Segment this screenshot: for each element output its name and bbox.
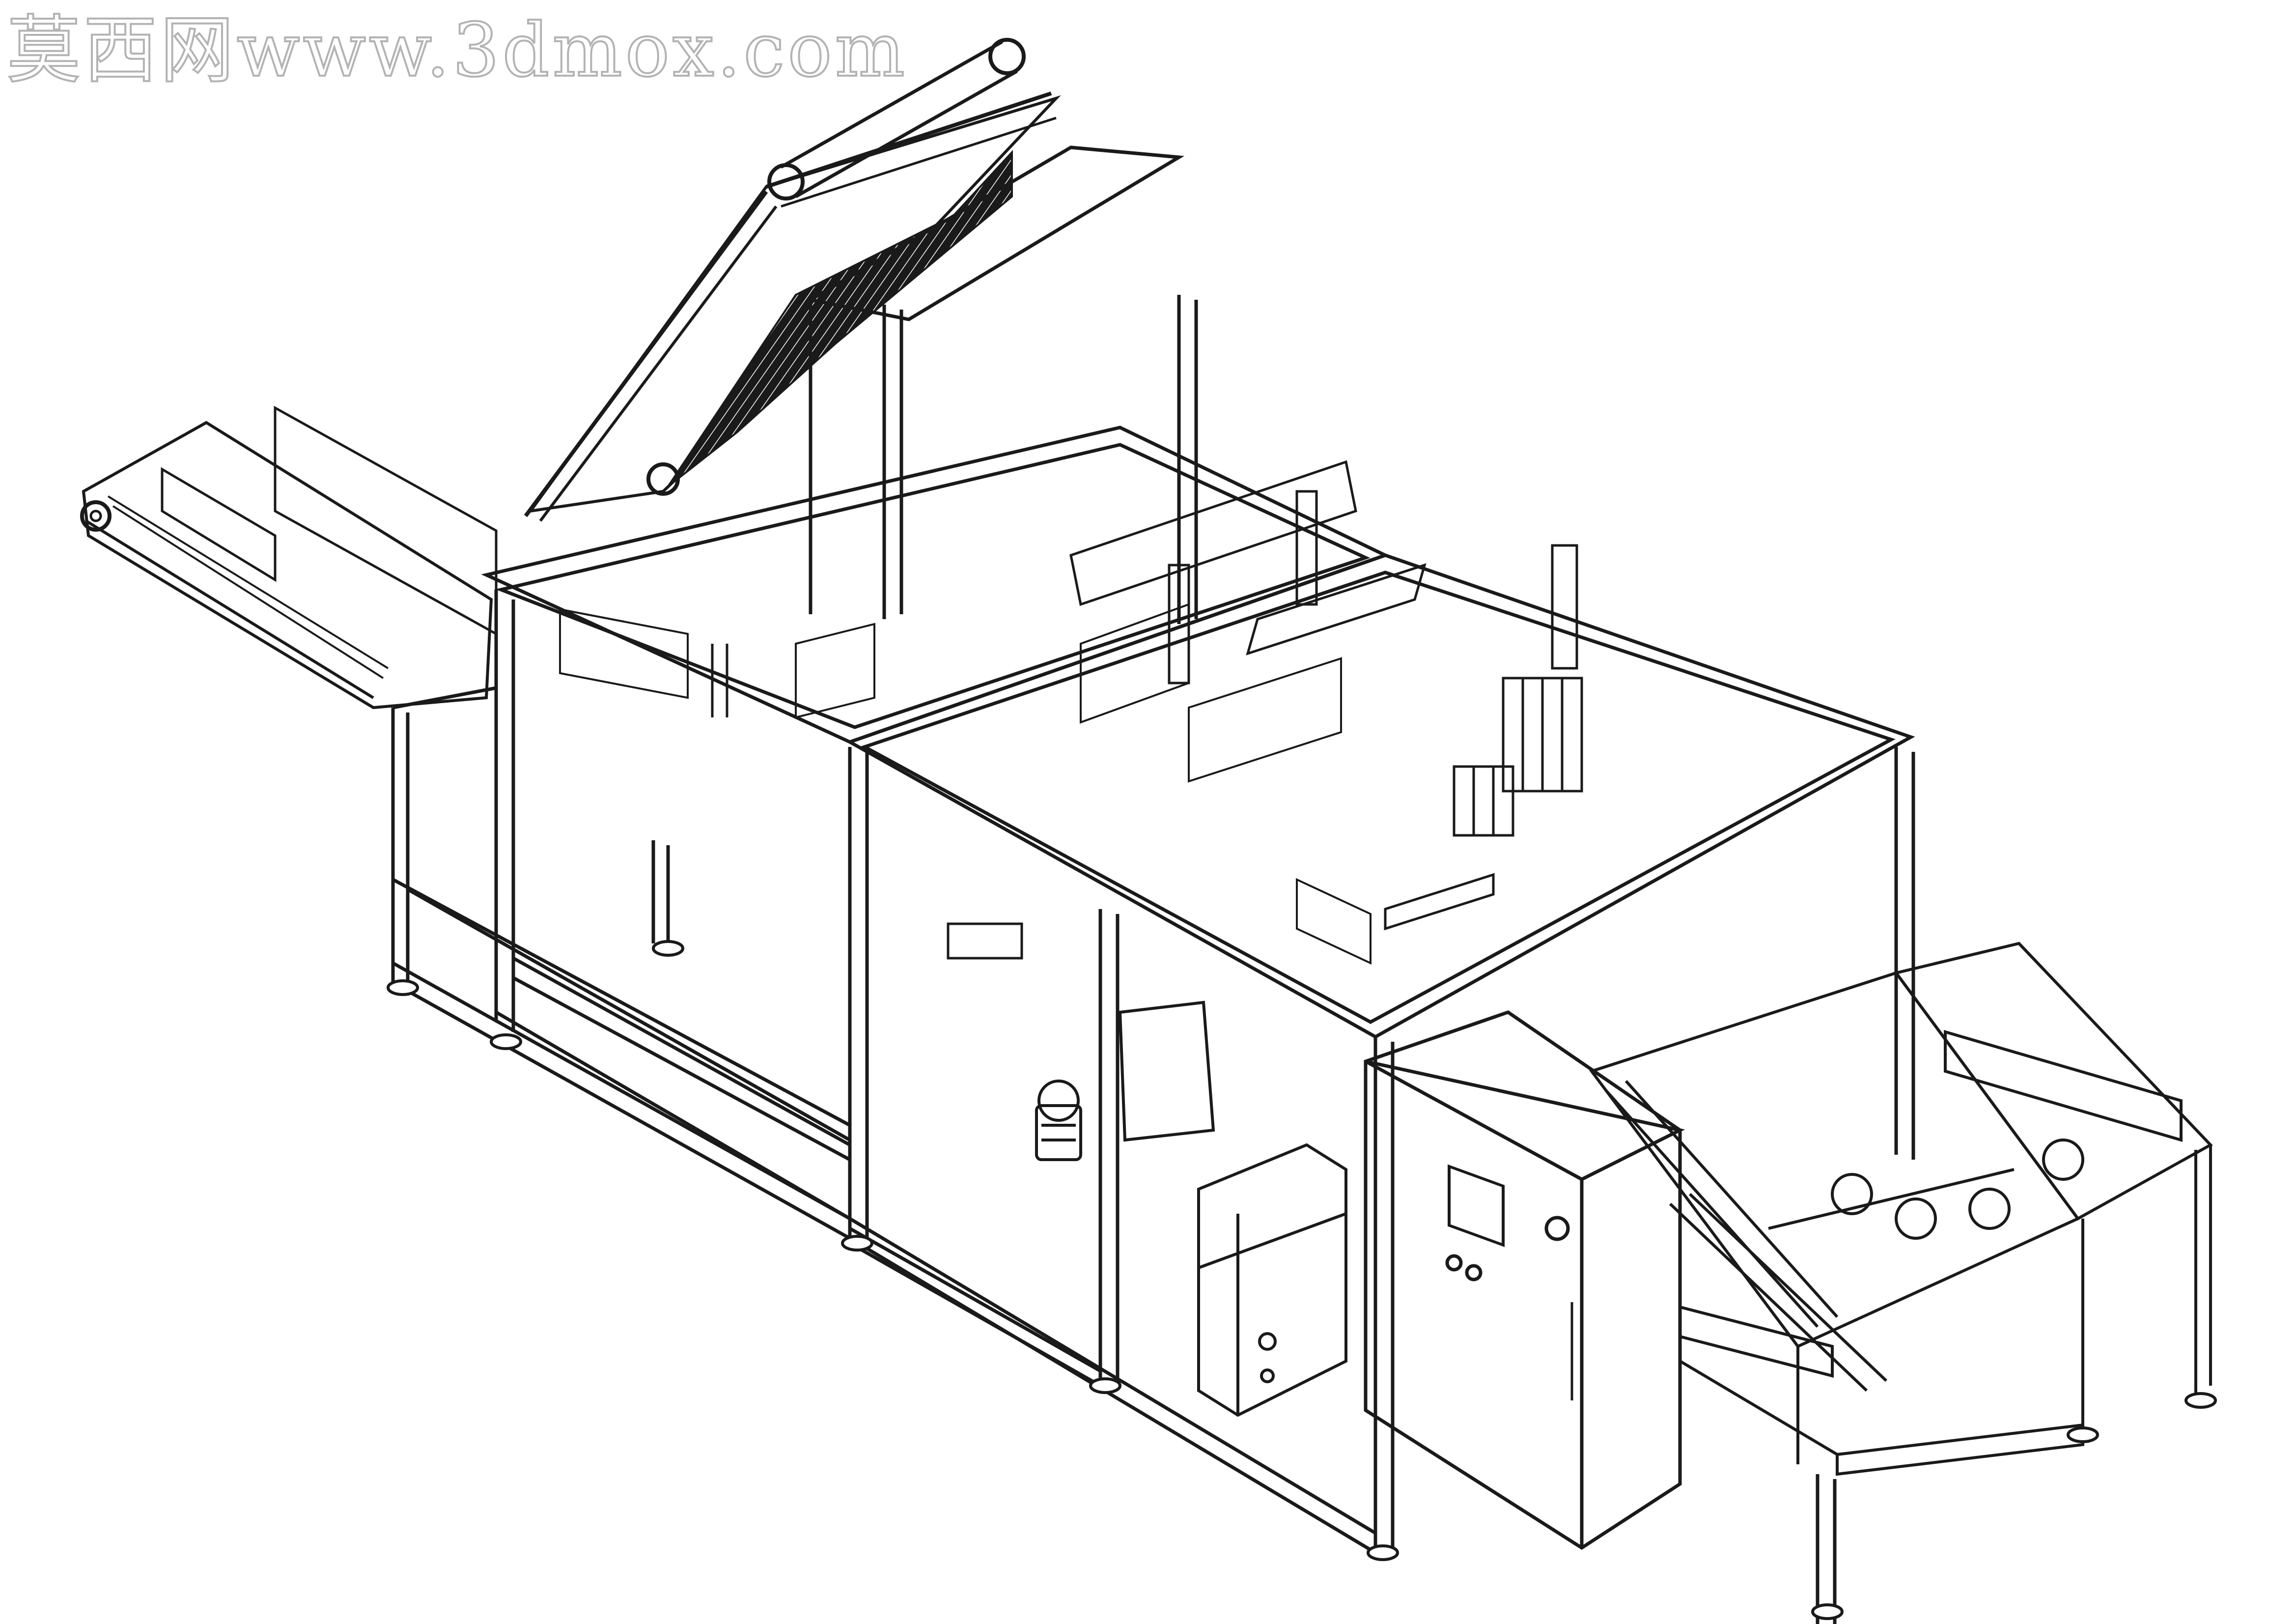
main-aluminium-frame (391, 145, 1915, 1624)
hot-melt-glue-unit (1118, 1000, 1347, 1417)
start-button[interactable] (1445, 1254, 1463, 1272)
left-feed-belt-conveyor (80, 405, 498, 710)
hmi-screen[interactable] (1448, 1164, 1505, 1247)
drive-motor (1035, 1080, 1082, 1161)
pneumatic-cylinders (711, 460, 1583, 960)
stop-button[interactable] (1465, 1264, 1483, 1282)
carton-flap-panels (559, 603, 1372, 965)
leveling-feet (387, 940, 2217, 1620)
right-outfeed-chain-conveyor (1589, 941, 2213, 1476)
watermark: 莫西网www.3dmox.com (6, 7, 908, 94)
emergency-button[interactable] (1544, 1216, 1570, 1241)
inclined-chain-conveyor (524, 38, 1061, 522)
electrical-control-cabinet (1364, 1010, 1685, 1550)
